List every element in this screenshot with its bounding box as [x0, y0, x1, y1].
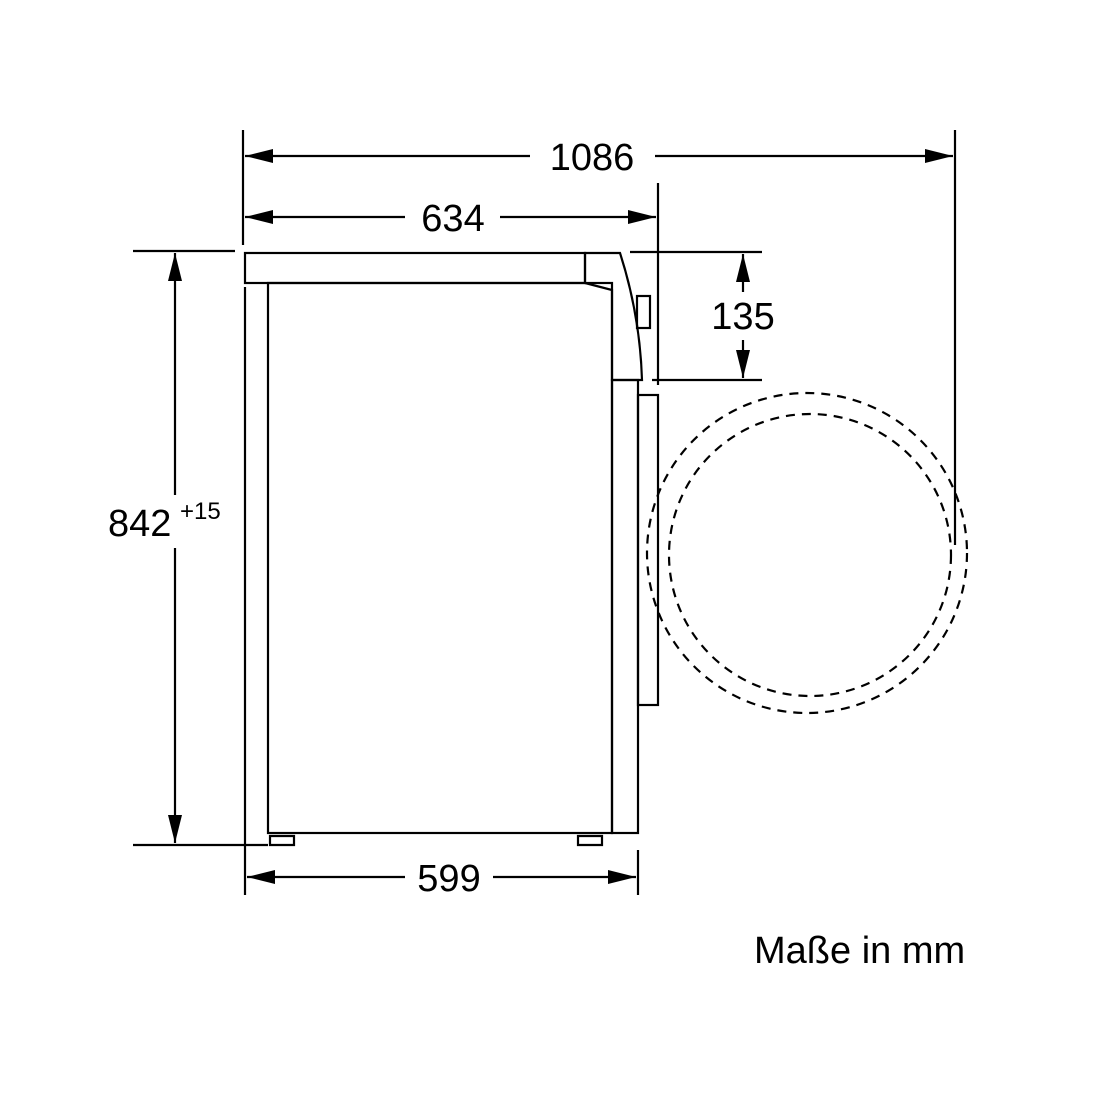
units-note: Maße in mm: [754, 930, 966, 972]
front-panel: [610, 378, 640, 835]
foot-right: [576, 834, 604, 847]
dimension-label-634: 634: [421, 198, 484, 240]
dimension-label-599: 599: [417, 858, 480, 900]
cabinet-body: [266, 281, 614, 835]
control-panel: [583, 251, 644, 382]
dimension-label-842-tolerance: +15: [180, 498, 221, 525]
door-swing-outer: [645, 391, 969, 715]
foot-left: [268, 834, 296, 847]
porthole-door: [636, 393, 660, 707]
dimension-label-135: 135: [711, 296, 774, 338]
door-swing-inner: [667, 412, 953, 698]
worktop: [243, 251, 587, 285]
dimension-label-1086: 1086: [550, 137, 635, 179]
dimension-label-842: 842: [108, 503, 171, 545]
control-knob: [635, 294, 652, 330]
